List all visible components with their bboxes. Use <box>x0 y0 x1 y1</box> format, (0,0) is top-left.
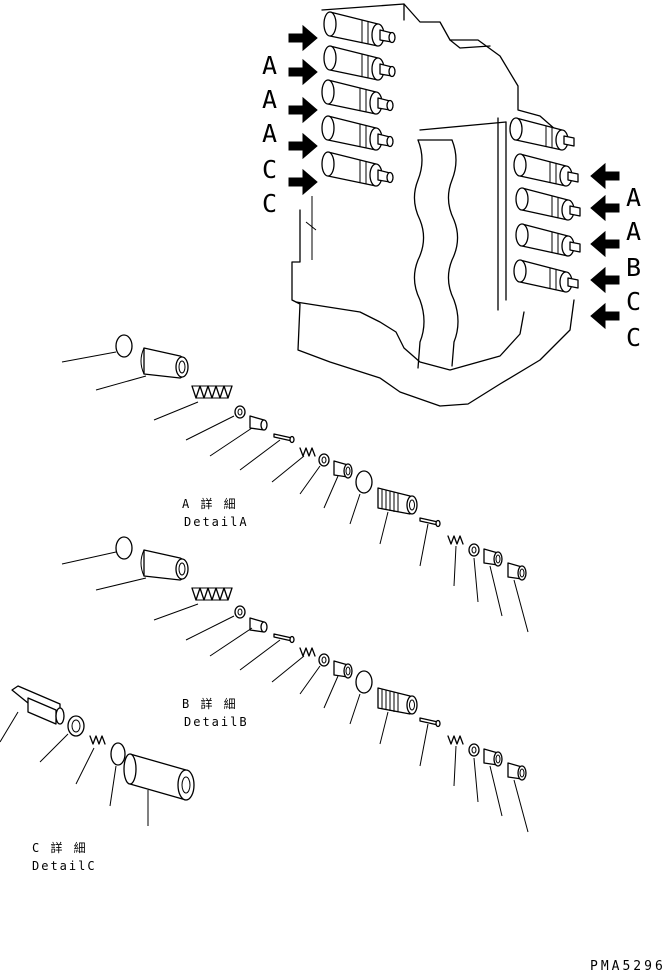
drawing-number: PMA5296 <box>590 959 662 974</box>
detail-c-parts <box>11 685 195 801</box>
detail-b-subtitle: DetailB <box>184 715 249 729</box>
detail-a-subtitle: DetailA <box>184 515 249 529</box>
valve-label: C <box>262 189 277 218</box>
detail-b-parts <box>115 536 527 781</box>
control-valve-block <box>291 3 575 407</box>
detail-a-title: A 詳 細 <box>182 496 238 511</box>
detail-c-leader-lines <box>0 711 149 826</box>
valve-label: C <box>626 287 641 316</box>
valve-cartridge-group-left <box>321 11 396 187</box>
detail-b-leader-lines <box>61 551 529 833</box>
valve-cartridge-group-right <box>509 117 581 293</box>
valve-label: A <box>262 119 277 148</box>
valve-label: A <box>262 51 277 80</box>
detail-c-subtitle: DetailC <box>32 859 97 873</box>
detail-a-leader-lines <box>61 351 529 633</box>
detail-b-title: B 詳 細 <box>182 696 238 711</box>
valve-label: A <box>626 217 641 246</box>
valve-label: C <box>262 155 277 184</box>
detail-a-parts <box>115 334 527 581</box>
valve-label: B <box>626 253 641 282</box>
valve-label: C <box>626 323 641 352</box>
valve-label: A <box>262 85 277 114</box>
detail-c-title: C 詳 細 <box>32 840 88 855</box>
valve-label: A <box>626 183 641 212</box>
